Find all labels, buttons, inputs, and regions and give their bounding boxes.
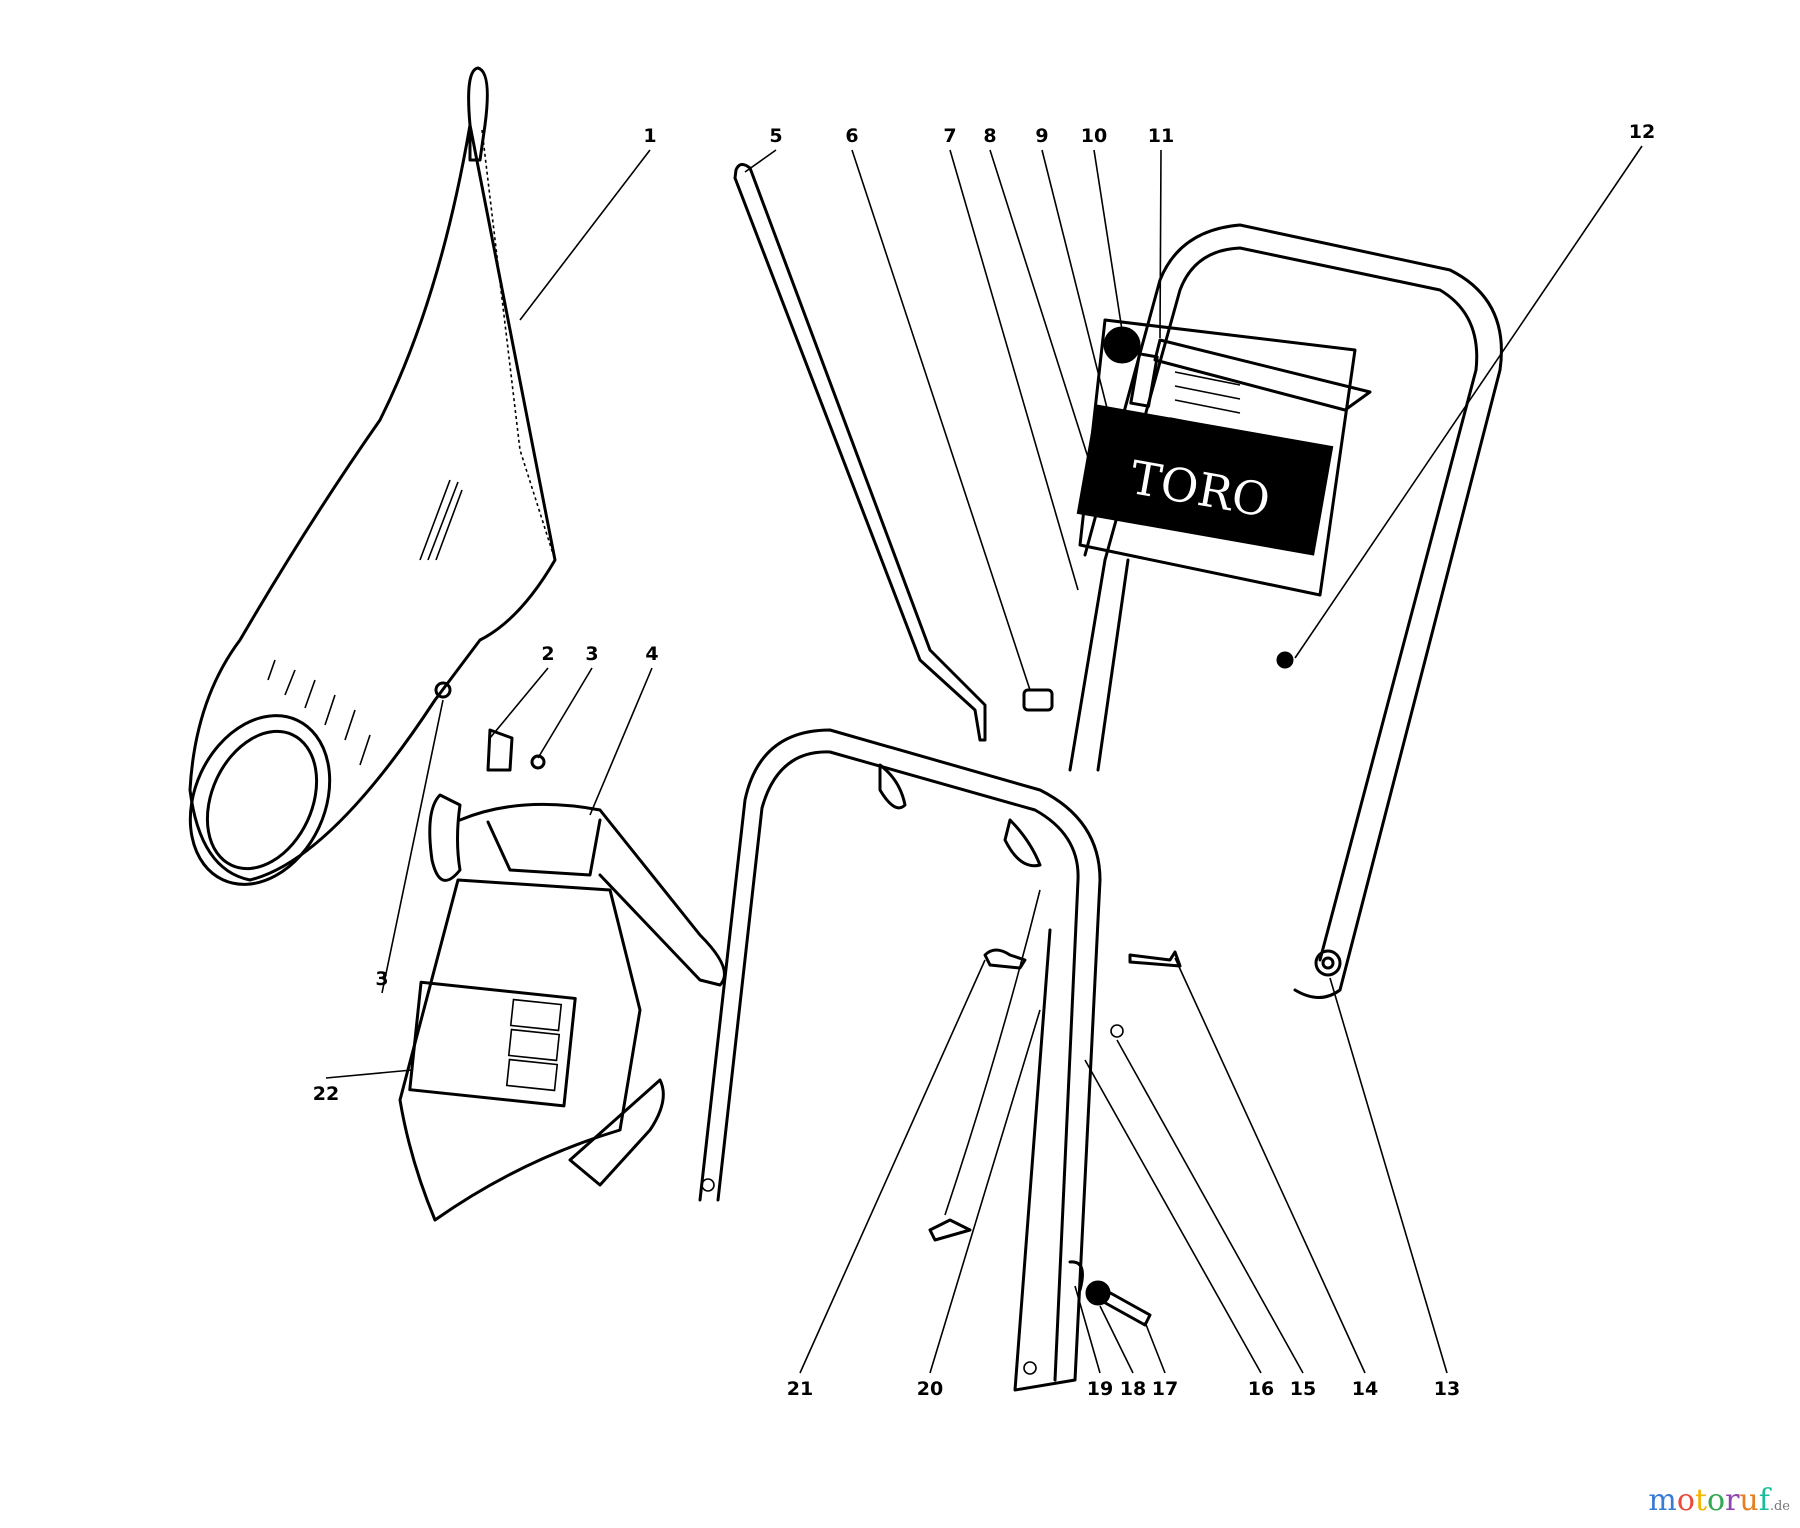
callout-number: 3 xyxy=(585,643,598,665)
callout-number: 11 xyxy=(1148,125,1174,147)
callout-number: 8 xyxy=(983,125,996,147)
callout-number: 4 xyxy=(645,643,658,665)
leader-line xyxy=(1041,149,1111,421)
leader-line xyxy=(949,149,1079,591)
leader-line xyxy=(519,149,651,321)
leader-line xyxy=(537,667,593,759)
leader-line xyxy=(1329,977,1448,1374)
callout-number: 13 xyxy=(1434,1378,1460,1400)
callout-number: 18 xyxy=(1120,1378,1146,1400)
watermark-letter: t xyxy=(1694,1483,1707,1518)
callout-number: 21 xyxy=(787,1378,813,1400)
watermark-letter: o xyxy=(1676,1483,1695,1518)
callout-number: 19 xyxy=(1087,1378,1113,1400)
callout-number: 3 xyxy=(375,968,388,990)
watermark-letter: r xyxy=(1725,1483,1740,1518)
leader-line xyxy=(1159,149,1162,339)
watermark-letter: o xyxy=(1707,1483,1726,1518)
hardware xyxy=(928,688,1342,1327)
callout-number: 14 xyxy=(1352,1378,1378,1400)
leader-line xyxy=(1093,149,1123,331)
leader-line xyxy=(744,149,777,173)
leader-line xyxy=(1084,1059,1262,1374)
leader-line xyxy=(1174,957,1366,1374)
leader-line xyxy=(325,1069,413,1079)
callout-number: 12 xyxy=(1629,121,1655,143)
grass-bag xyxy=(188,66,557,886)
lower-handle xyxy=(698,728,1102,1392)
watermark-letter: u xyxy=(1739,1483,1759,1518)
callout-number: 2 xyxy=(541,643,554,665)
callout-number: 10 xyxy=(1081,125,1107,147)
leader-line xyxy=(489,667,549,739)
callout-number: 22 xyxy=(313,1083,339,1105)
leader-line xyxy=(1116,1039,1304,1374)
leader-line xyxy=(929,1009,1041,1374)
leader-line xyxy=(1294,145,1643,659)
leader-line xyxy=(851,149,1031,691)
callout-number: 6 xyxy=(845,125,858,147)
watermark-logo: motoruf.de xyxy=(1648,1483,1790,1518)
leader-line xyxy=(1074,1285,1101,1374)
callout-number: 9 xyxy=(1035,125,1048,147)
callout-number: 17 xyxy=(1152,1378,1178,1400)
bag-bracket xyxy=(428,681,546,882)
upper-handle: TORO xyxy=(1068,223,1503,999)
callout-number: 7 xyxy=(943,125,956,147)
callout-number: 16 xyxy=(1248,1378,1274,1400)
leader-line xyxy=(589,667,653,816)
callout-number: 15 xyxy=(1290,1378,1316,1400)
leader-line xyxy=(799,959,986,1374)
watermark-letter: m xyxy=(1648,1483,1677,1518)
callout-number: 5 xyxy=(769,125,782,147)
watermark-letter: f xyxy=(1758,1483,1770,1518)
discharge-chute xyxy=(398,802,726,1222)
leader-line xyxy=(381,699,444,994)
leader-line xyxy=(1099,1305,1134,1374)
leader-line xyxy=(1144,1321,1166,1374)
leader-line xyxy=(989,149,1093,471)
callout-number: 20 xyxy=(917,1378,943,1400)
callout-number: 1 xyxy=(643,125,656,147)
control-rod xyxy=(733,163,987,742)
watermark-suffix: .de xyxy=(1769,1499,1790,1514)
